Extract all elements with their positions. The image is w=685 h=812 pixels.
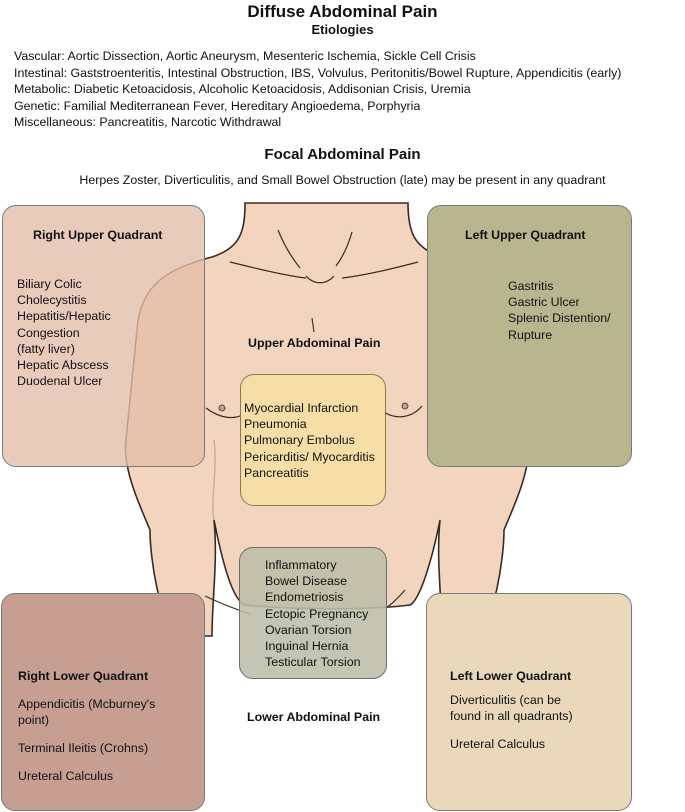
list-item: Ovarian Torsion	[265, 622, 352, 637]
list-item-line: Appendicitis (Mcburney's	[18, 697, 156, 711]
upper-abdominal-pain-label: Upper Abdominal Pain	[248, 336, 381, 350]
list-item: Cholecystitis	[17, 293, 87, 308]
etiologies-list: Vascular: Aortic Dissection, Aortic Aneu…	[14, 48, 621, 131]
neck-line-left	[277, 229, 301, 269]
right-upper-quadrant-box: Right Upper Quadrant Biliary Colic Chole…	[2, 205, 205, 467]
list-item: Bowel Disease	[265, 574, 347, 589]
luq-title: Left Upper Quadrant	[465, 228, 586, 242]
left-upper-quadrant-box: Left Upper Quadrant Gastritis Gastric Ul…	[427, 205, 632, 467]
right-lower-quadrant-box: Right Lower Quadrant Appendicitis (Mcbur…	[1, 593, 205, 811]
list-item: (fatty liver)	[17, 341, 75, 356]
list-item: Gastritis	[508, 279, 554, 293]
neck-line-right	[335, 231, 353, 267]
list-item: Rupture	[508, 327, 553, 342]
etiologies-subtitle: Etiologies	[311, 22, 374, 37]
etiology-intestinal: Intestinal: Gaststroenteritis, Intestina…	[14, 65, 622, 80]
list-item: Myocardial Infarction	[244, 401, 359, 415]
list-item: Ureteral Calculus	[450, 737, 546, 751]
list-item: Congestion	[17, 325, 80, 340]
list-item-line: found in all quadrants)	[450, 709, 573, 723]
list-item: Endometriosis	[265, 590, 344, 605]
hip-line-right	[385, 589, 406, 609]
etiology-miscellaneous: Miscellaneous: Pancreatitis, Narcotic Wi…	[14, 115, 282, 130]
list-item: Inflammatory	[265, 558, 337, 572]
list-item: Appendicitis (Mcburney's point)	[18, 696, 155, 728]
lower-list: Inflammatory Bowel Disease Endometriosis…	[265, 557, 368, 670]
etiology-vascular: Vascular: Aortic Dissection, Aortic Aneu…	[14, 49, 476, 63]
nipple-left	[218, 404, 226, 412]
list-item: Duodenal Ulcer	[17, 374, 103, 389]
list-item: Gastric Ulcer	[508, 295, 580, 310]
collarbone-right	[341, 261, 419, 279]
focal-pain-title: Focal Abdominal Pain	[264, 146, 421, 163]
ruq-list: Biliary Colic Cholecystitis Hepatitis/He…	[17, 276, 111, 389]
collarbone-left	[229, 261, 307, 279]
list-item: Terminal Ileitis (Crohns)	[18, 741, 149, 755]
pectoral-right	[383, 405, 423, 418]
list-item: Pancreatitis	[244, 465, 309, 480]
ruq-title: Right Upper Quadrant	[33, 228, 163, 242]
list-item-line: Diverticulitis (can be	[450, 693, 561, 707]
list-item: Pulmonary Embolus	[244, 433, 355, 448]
diffuse-pain-title: Diffuse Abdominal Pain	[247, 2, 438, 21]
list-item: Splenic Distention/	[508, 311, 611, 326]
lower-abdominal-box: Inflammatory Bowel Disease Endometriosis…	[239, 547, 387, 679]
rlq-list: Appendicitis (Mcburney's point) Terminal…	[18, 696, 155, 796]
sternum-line	[311, 317, 315, 333]
left-lower-quadrant-box: Left Lower Quadrant Diverticulitis (can …	[426, 593, 632, 811]
list-item: Ureteral Calculus	[18, 769, 114, 783]
llq-list: Diverticulitis (can be found in all quad…	[450, 692, 573, 764]
list-item: Diverticulitis (can be found in all quad…	[450, 692, 573, 724]
abdomen-shadow	[212, 439, 216, 521]
nipple-right	[401, 402, 409, 410]
list-item: Ectopic Pregnancy	[265, 606, 369, 621]
llq-title: Left Lower Quadrant	[450, 669, 572, 683]
list-item: Pericarditis/ Myocarditis	[244, 449, 375, 464]
list-item: Biliary Colic	[17, 277, 82, 291]
luq-list: Gastritis Gastric Ulcer Splenic Distenti…	[508, 278, 611, 343]
list-item: Hepatic Abscess	[17, 358, 109, 373]
upper-abdominal-box: Myocardial Infarction Pneumonia Pulmonar…	[240, 374, 386, 506]
rlq-title: Right Lower Quadrant	[18, 669, 149, 683]
list-item: Testicular Torsion	[265, 655, 361, 670]
list-item-line: point)	[18, 713, 49, 727]
upper-list: Myocardial Infarction Pneumonia Pulmonar…	[244, 400, 375, 481]
any-quadrant-note: Herpes Zoster, Diverticulitis, and Small…	[79, 173, 606, 187]
sternum-notch	[305, 275, 335, 284]
etiology-genetic: Genetic: Familial Mediterranean Fever, H…	[14, 98, 421, 113]
list-item: Hepatitis/Hepatic	[17, 309, 111, 324]
lower-abdominal-pain-label: Lower Abdominal Pain	[247, 710, 381, 724]
list-item: Pneumonia	[244, 417, 307, 432]
list-item: Inguinal Hernia	[265, 639, 349, 654]
etiology-metabolic: Metabolic: Diabetic Ketoacidosis, Alcoho…	[14, 82, 471, 97]
